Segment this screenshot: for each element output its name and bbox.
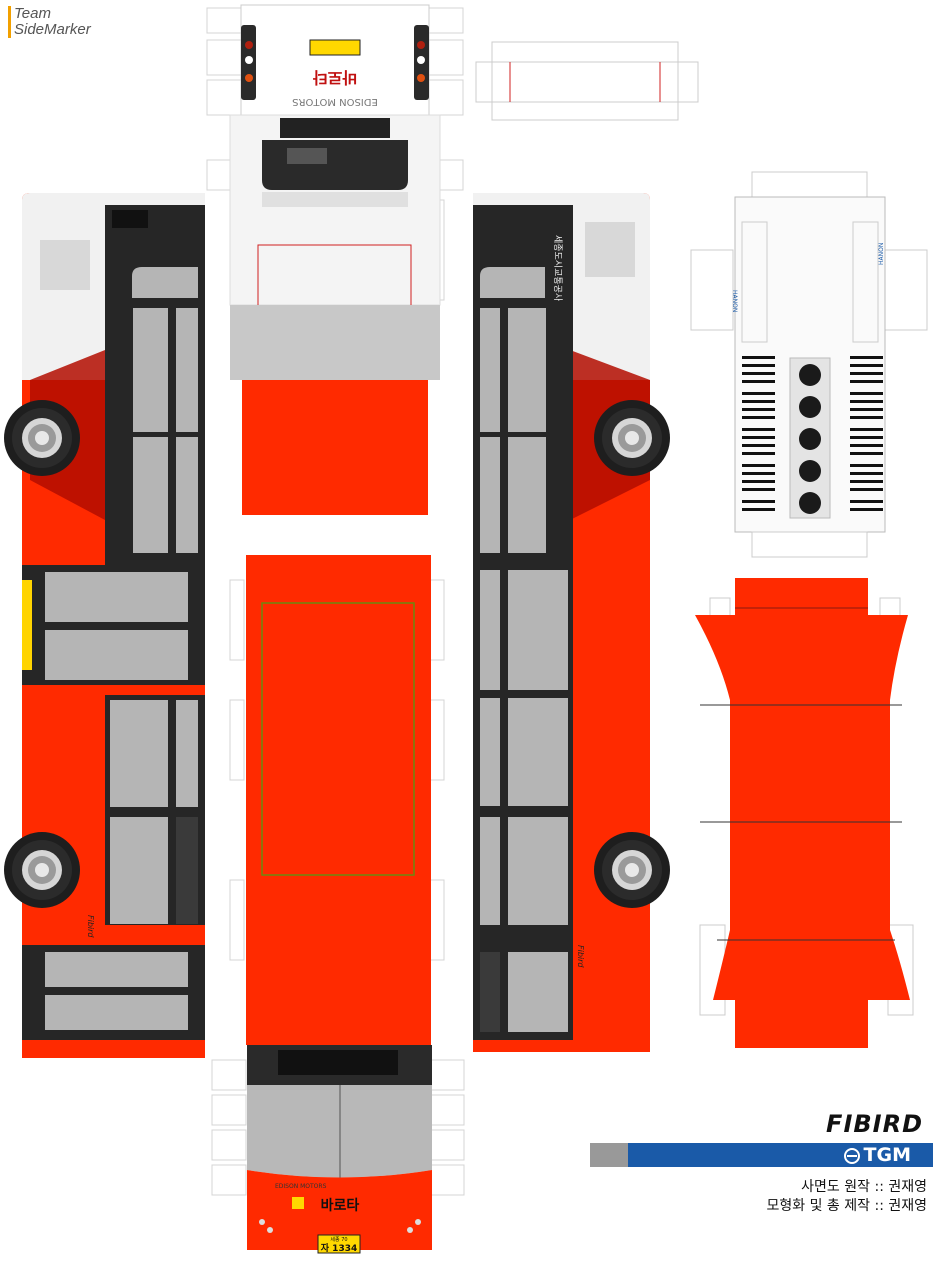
window-strip-piece bbox=[475, 41, 699, 121]
tgm-wheel-icon bbox=[843, 1148, 860, 1164]
bus-rear-panel: 바로타 EDISON MOTORS bbox=[240, 4, 430, 116]
tgm-logo: TGM bbox=[843, 1144, 911, 1166]
brand-stripe-gray bbox=[590, 1143, 628, 1167]
ac-brand-right: HANON bbox=[878, 243, 885, 265]
credits-line1: 사면도 원작 :: 권재영 bbox=[801, 1179, 927, 1195]
credits-line2: 모형화 및 총 제작 :: 권재영 bbox=[766, 1198, 927, 1214]
bus-right-side: 세종도시교통공사 Fibird bbox=[473, 193, 670, 1052]
bus-rear-top bbox=[229, 114, 441, 328]
brand-stripe-blue bbox=[628, 1143, 933, 1167]
front-plate-number: 자 1334 bbox=[321, 1242, 357, 1254]
roof-ac-unit: HANON HANON bbox=[690, 171, 928, 558]
front-plate-top: 세종 70 bbox=[330, 1236, 347, 1243]
rear-destination-text: 바로타 bbox=[313, 68, 357, 87]
brand-block: FIBIRD TGM bbox=[590, 1110, 933, 1170]
right-model-badge: Fibird bbox=[576, 945, 585, 968]
glue-tabs bbox=[206, 7, 465, 1196]
left-model-badge: Fibird bbox=[86, 915, 95, 938]
red-skirt-piece bbox=[695, 578, 914, 1048]
ac-brand-left: HANON bbox=[731, 290, 738, 312]
tgm-text: TGM bbox=[863, 1144, 911, 1166]
rear-brand-text: EDISON MOTORS bbox=[292, 96, 378, 107]
operator-name: 세종도시교통공사 bbox=[552, 235, 563, 302]
credits: 사면도 원작 :: 권재영 모형화 및 총 제작 :: 권재영 bbox=[767, 1178, 927, 1216]
front-brand-text: EDISON MOTORS bbox=[275, 1183, 327, 1190]
roof-strip bbox=[230, 305, 440, 1045]
fibird-logo: FIBIRD bbox=[826, 1110, 923, 1138]
watermark-line1: Team bbox=[14, 5, 51, 22]
watermark-line2: SideMarker bbox=[14, 21, 91, 38]
team-sidemarker-watermark: Team SideMarker bbox=[8, 6, 91, 38]
bus-front-panel: EDISON MOTORS 바로타 세종 70 자 1334 bbox=[247, 1045, 432, 1254]
front-destination-text: 바로타 bbox=[321, 1198, 360, 1214]
bus-left-side: Fibird bbox=[4, 193, 205, 1058]
